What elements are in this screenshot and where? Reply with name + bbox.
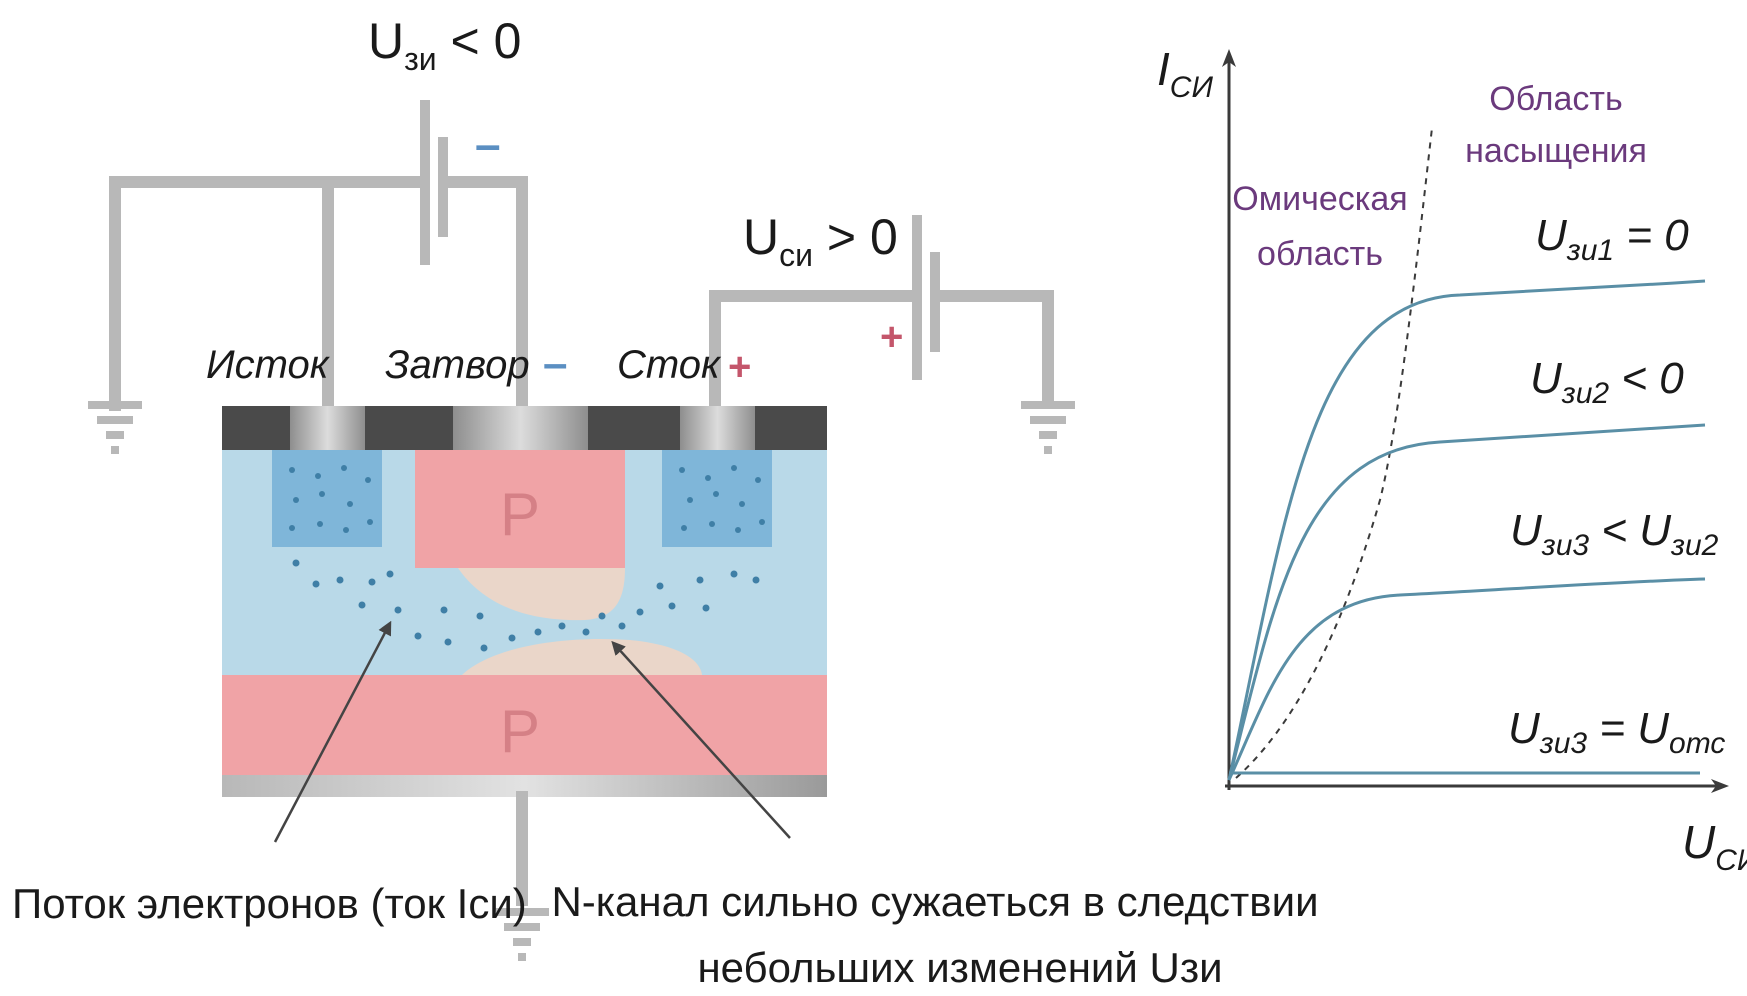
gate-battery-long-plate bbox=[420, 100, 430, 265]
drain-ground-icon bbox=[1021, 401, 1075, 454]
electron-flow-caption: Поток электронов (ток Iси) bbox=[12, 880, 527, 927]
source-ground-icon bbox=[88, 401, 142, 454]
gate-depletion-zone bbox=[458, 568, 625, 621]
drain-contact bbox=[680, 406, 755, 450]
curve-ugs3 bbox=[1227, 577, 1706, 781]
source-label: Исток bbox=[206, 343, 331, 387]
gate-minus-label: – bbox=[543, 339, 567, 388]
drain-battery-long-plate bbox=[912, 215, 922, 380]
curve-label-ugs3: Uзи3 < Uзи2 bbox=[1510, 506, 1719, 562]
drain-battery-short-plate bbox=[930, 252, 940, 352]
y-axis-label: IСИ bbox=[1157, 43, 1213, 104]
transistor-structure: P P bbox=[12, 13, 1319, 991]
curve-label-ugs2: Uзи2 < 0 bbox=[1530, 354, 1684, 410]
drain-voltage-label: Uси > 0 bbox=[743, 209, 898, 273]
channel-caption-line1: N-канал сильно сужаеться в следствии bbox=[551, 878, 1318, 925]
drain-n-plus-region bbox=[662, 450, 772, 547]
substrate-p-region bbox=[222, 675, 827, 775]
source-n-plus-region bbox=[272, 450, 382, 547]
channel-pointer bbox=[611, 640, 791, 839]
gate-voltage-label: Uзи < 0 bbox=[368, 13, 521, 77]
ohmic-region-line1: Омическая bbox=[1232, 180, 1407, 218]
gate-battery-short-plate bbox=[438, 137, 448, 237]
drain-label: Сток bbox=[617, 343, 722, 387]
contact-strip bbox=[222, 406, 827, 450]
saturation-boundary bbox=[1235, 127, 1433, 779]
gate-label: Затвор bbox=[385, 343, 530, 387]
drain-plus-label: + bbox=[728, 345, 751, 389]
source-contact bbox=[290, 406, 365, 450]
drain-circuit bbox=[709, 215, 1054, 414]
gate-circuit bbox=[109, 100, 528, 414]
x-axis-label: UСИ bbox=[1682, 816, 1747, 877]
gate-p-letter: P bbox=[500, 481, 540, 548]
gate-minus-sign: – bbox=[475, 118, 501, 170]
electron-dots bbox=[289, 465, 765, 652]
substrate-depletion-zone bbox=[462, 638, 702, 675]
gate-p-region bbox=[415, 450, 625, 568]
curve-label-cutoff: Uзи3 = Uотс bbox=[1508, 704, 1725, 760]
gate-contact bbox=[453, 406, 588, 450]
electron-flow-pointer bbox=[273, 620, 392, 843]
curve-label-ugs1: Uзи1 = 0 bbox=[1535, 211, 1689, 267]
drain-battery-plus-sign: + bbox=[880, 315, 903, 359]
curve-ugs2 bbox=[1227, 423, 1706, 781]
channel-caption-line2: небольших изменений Uзи bbox=[697, 944, 1222, 991]
substrate-ground-icon bbox=[495, 908, 549, 961]
substrate-p-letter: P bbox=[500, 698, 540, 765]
iv-characteristics-graph: IСИ UСИ Омическая область Область насыще… bbox=[1157, 43, 1747, 877]
ohmic-region-line2: область bbox=[1257, 235, 1383, 273]
saturation-region-line2: насыщения bbox=[1465, 132, 1647, 170]
bottom-contact bbox=[222, 775, 827, 797]
curve-ugs1 bbox=[1227, 279, 1706, 781]
saturation-region-line1: Область bbox=[1489, 80, 1622, 118]
